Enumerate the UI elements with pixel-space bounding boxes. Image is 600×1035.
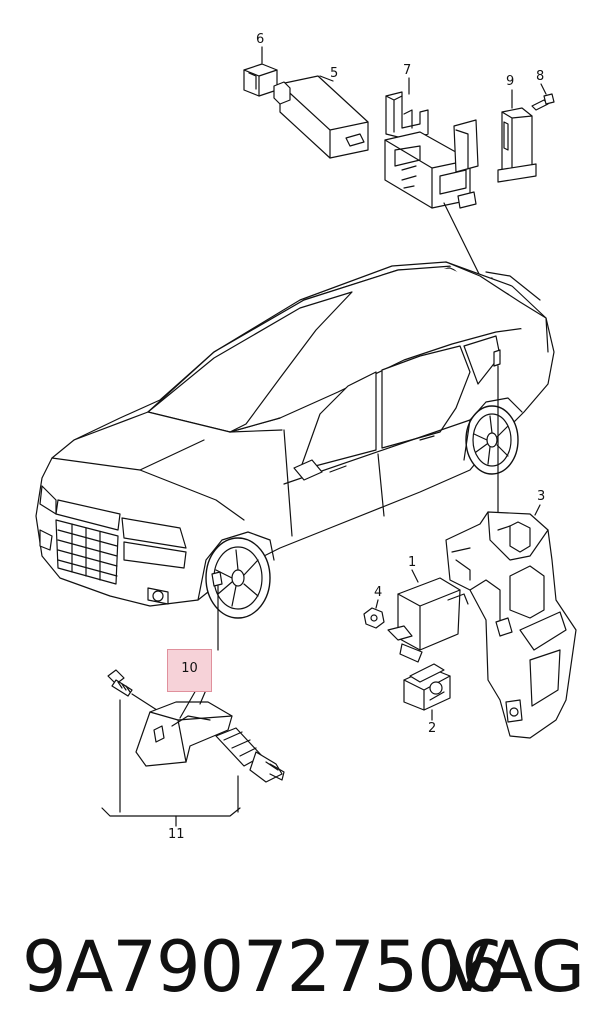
rear-sensor-marker: [493, 349, 501, 367]
callout-3: 3: [537, 489, 546, 504]
callout-2: 2: [428, 721, 437, 736]
car-grille: [55, 499, 121, 585]
part-2-connector: [403, 663, 451, 721]
part-8-bolt: [531, 83, 555, 111]
callout-5: 5: [330, 66, 339, 81]
part-4-nut: [363, 599, 385, 629]
callout-6: 6: [256, 32, 265, 47]
callout-9: 9: [506, 74, 515, 89]
part-number: 9A790727506: [22, 926, 505, 1008]
car-body: [35, 261, 555, 607]
part-11-bracket: [101, 699, 241, 827]
callout-8: 8: [536, 69, 545, 84]
part-11-valve-stem: [215, 727, 285, 783]
car-lights: [39, 485, 187, 605]
front-wheel: [197, 531, 275, 619]
part-3-bracket: [445, 504, 577, 739]
callout-11: 11: [168, 827, 185, 842]
part-10-sensor: [135, 689, 233, 767]
part-1-control-unit: [387, 569, 469, 663]
parts-diagram: [35, 46, 577, 827]
callout-10: 10: [181, 661, 198, 676]
part-6-connector: [243, 46, 278, 97]
highlight-box: [167, 649, 212, 692]
callout-1: 1: [408, 555, 417, 570]
brand-name: VAG: [442, 926, 585, 1008]
part-9-mount: [497, 89, 537, 183]
callout-4: 4: [374, 585, 383, 600]
callout-7: 7: [403, 63, 412, 78]
part-7-bracket: [385, 77, 429, 141]
part-bracket-housing: [384, 119, 479, 209]
part-5-antenna-module: [273, 75, 369, 159]
rear-wheel: [463, 397, 523, 475]
caption-bar: 9A790727506 VAG: [0, 912, 600, 1022]
front-sensor-marker: [211, 571, 223, 587]
part-11-valve-screw: [107, 669, 161, 713]
